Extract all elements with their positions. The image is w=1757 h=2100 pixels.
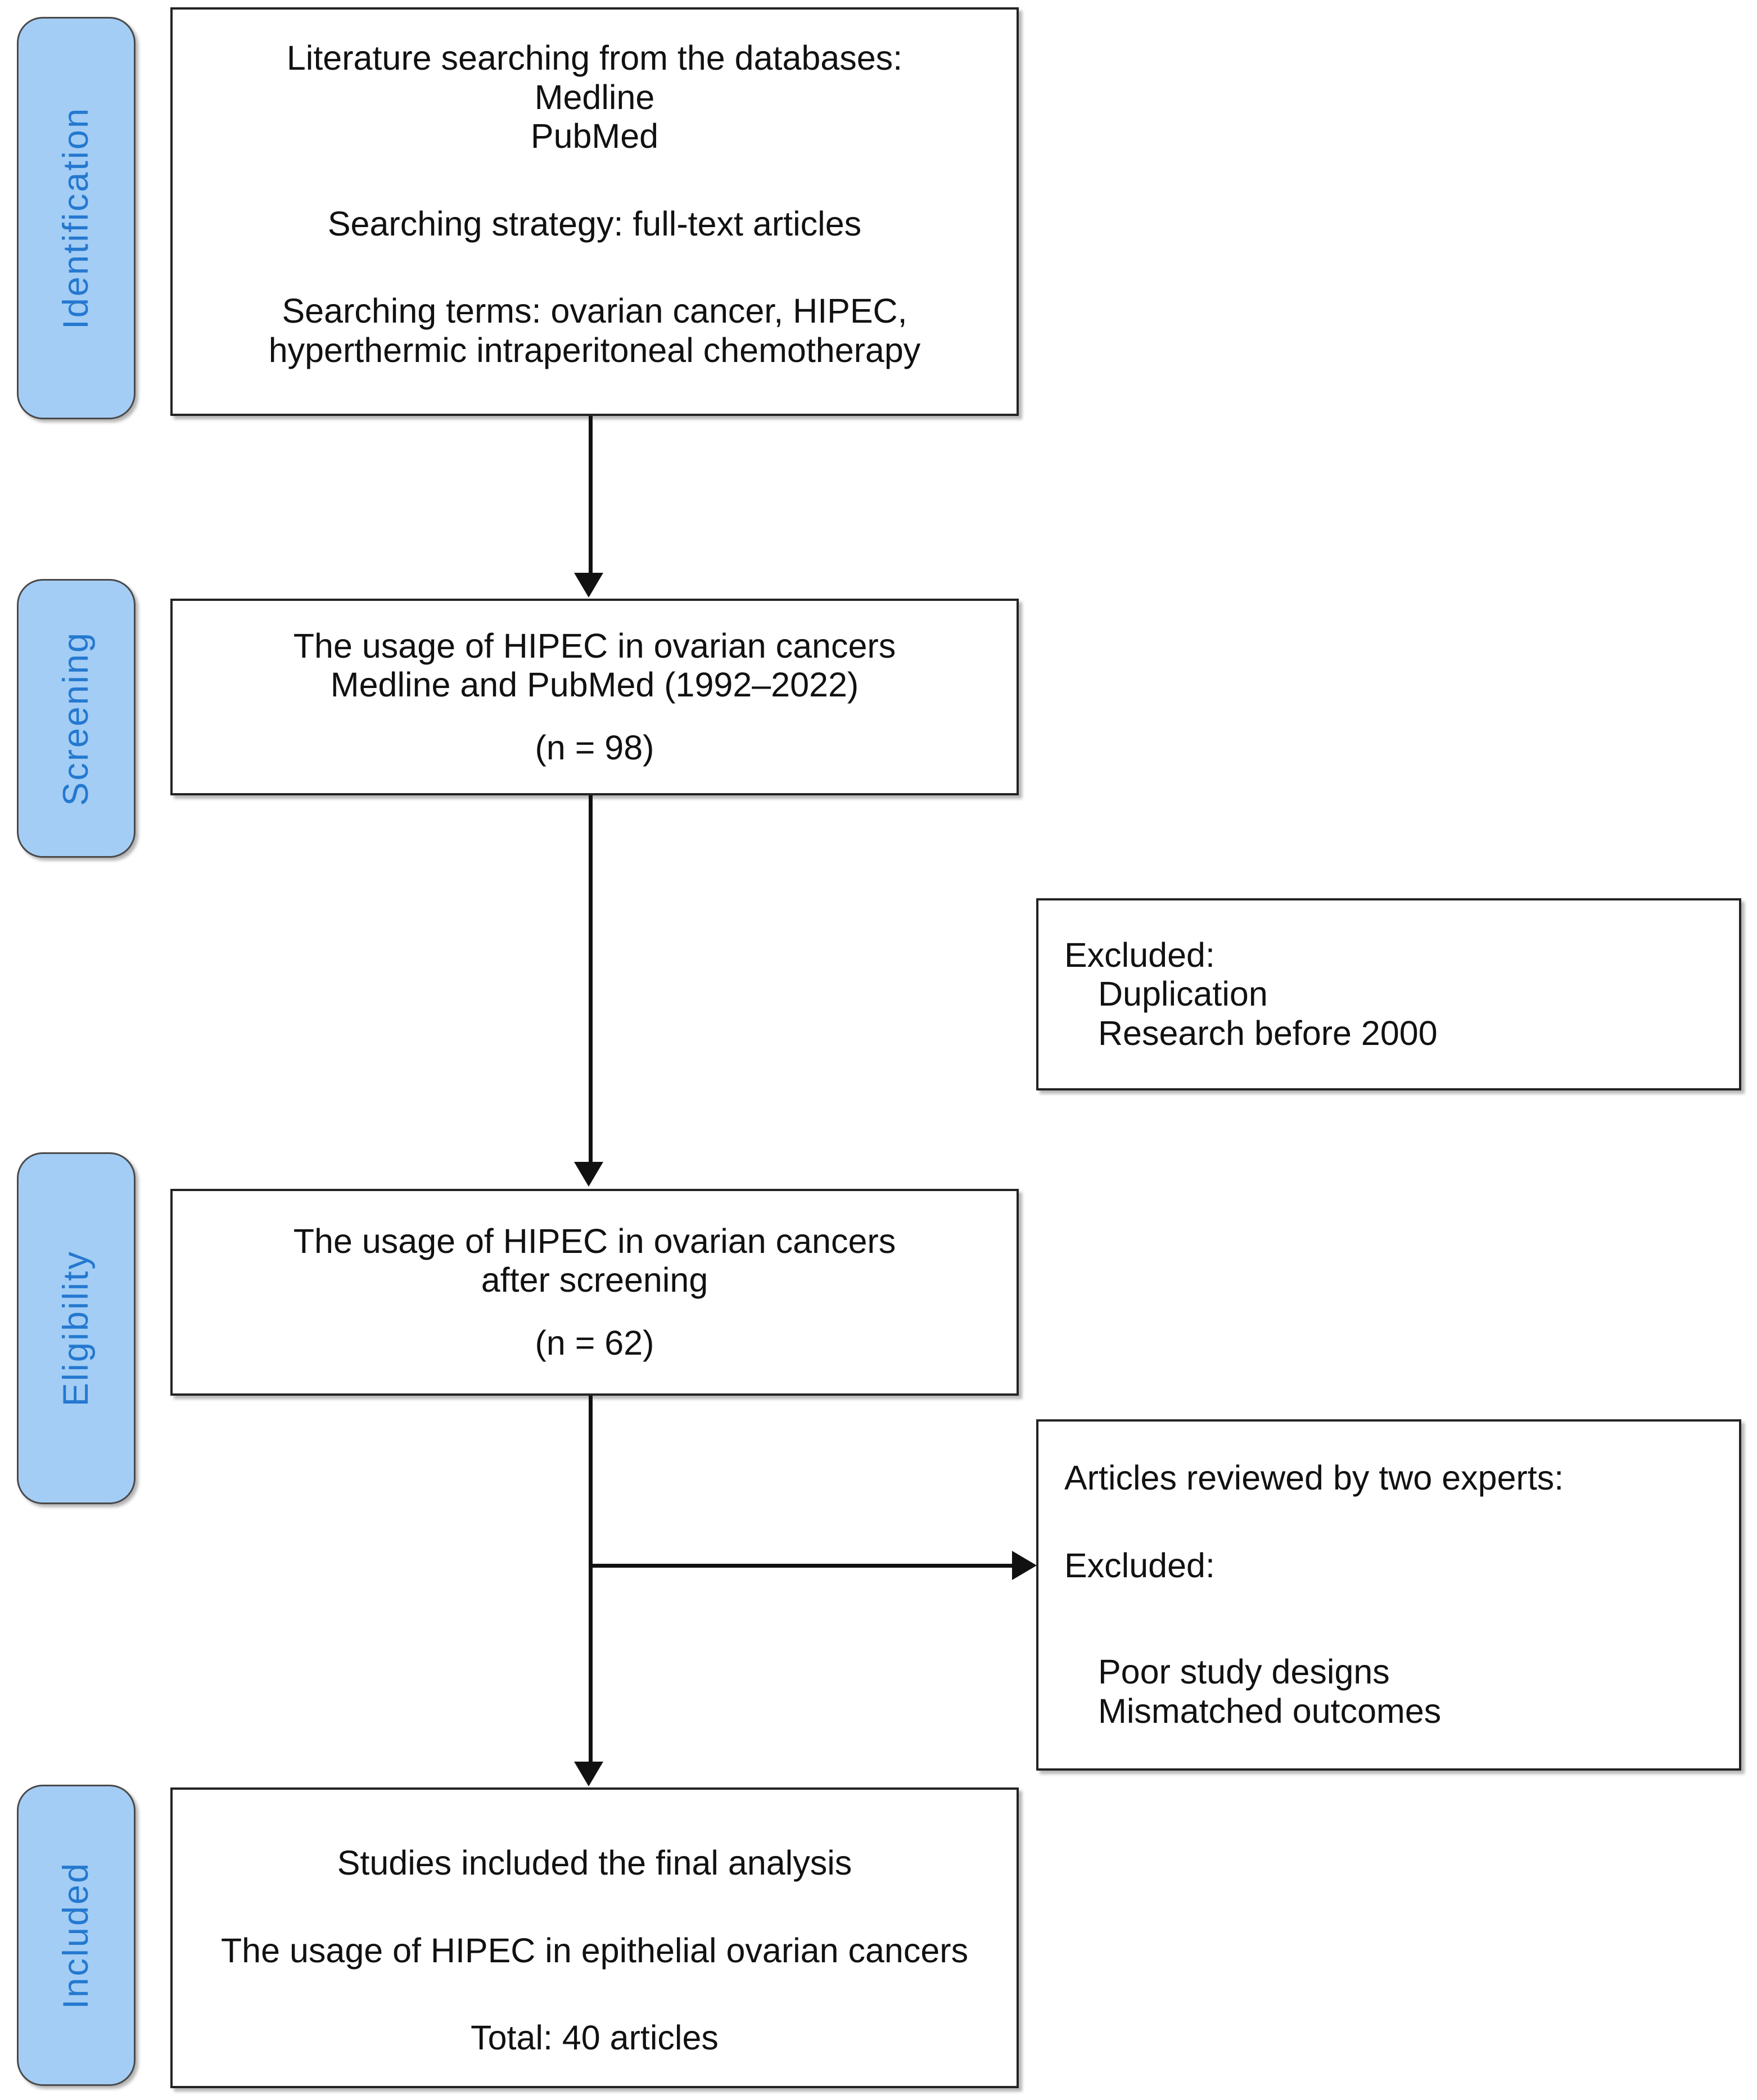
connector-eligibility-to-excluded — [589, 1564, 1016, 1568]
included-line-3: Total: 40 articles — [471, 2018, 719, 2057]
eligibility-line-3: (n = 62) — [535, 1323, 654, 1362]
included-line-1: Studies included the final analysis — [337, 1844, 852, 1882]
excluded-eligibility-item-1: Poor study designs — [1098, 1653, 1390, 1691]
excluded-screening-heading: Excluded: — [1064, 935, 1215, 974]
eligibility-line-2: after screening — [481, 1261, 708, 1300]
identification-line-6: hyperthermic intraperitoneal chemotherap… — [268, 331, 921, 369]
stage-tab-identification[interactable]: Identification — [17, 17, 135, 419]
screening-line-3: (n = 98) — [535, 728, 654, 767]
identification-line-5: Searching terms: ovarian cancer, HIPEC, — [282, 292, 907, 331]
identification-line-1: Literature searching from the databases: — [286, 39, 903, 77]
connector-screening-to-eligibility — [589, 795, 593, 1164]
box-identification[interactable]: Literature searching from the databases:… — [170, 7, 1019, 416]
stage-tab-included[interactable]: Included — [17, 1785, 135, 2086]
identification-line-3: PubMed — [530, 117, 659, 156]
identification-line-2: Medline — [534, 78, 655, 116]
stage-tab-eligibility[interactable]: Eligibility — [17, 1152, 135, 1504]
screening-line-1: The usage of HIPEC in ovarian cancers — [293, 626, 896, 665]
arrow-identification-to-screening — [574, 573, 603, 598]
identification-line-4: Searching strategy: full-text articles — [327, 204, 862, 243]
box-eligibility[interactable]: The usage of HIPEC in ovarian cancers af… — [170, 1189, 1019, 1396]
screening-line-2: Medline and PubMed (1992–2022) — [330, 666, 859, 704]
arrow-eligibility-to-included — [574, 1762, 603, 1786]
box-excluded-eligibility[interactable]: Articles reviewed by two experts: Exclud… — [1036, 1419, 1741, 1771]
box-screening[interactable]: The usage of HIPEC in ovarian cancers Me… — [170, 599, 1019, 795]
stage-tab-included-label: Included — [56, 1861, 96, 2010]
connector-identification-to-screening — [589, 416, 593, 575]
eligibility-line-1: The usage of HIPEC in ovarian cancers — [293, 1221, 896, 1260]
stage-tab-screening-label: Screening — [56, 631, 96, 806]
excluded-eligibility-item-2: Mismatched outcomes — [1098, 1691, 1442, 1730]
connector-eligibility-to-included — [589, 1396, 593, 1764]
arrow-eligibility-to-excluded — [1012, 1551, 1037, 1580]
box-included[interactable]: Studies included the final analysis The … — [170, 1787, 1019, 2088]
excluded-screening-item-1: Duplication — [1098, 975, 1268, 1013]
stage-tab-eligibility-label: Eligibility — [56, 1250, 96, 1407]
excluded-eligibility-subheading: Excluded: — [1064, 1546, 1215, 1585]
arrow-screening-to-eligibility — [574, 1162, 603, 1187]
excluded-screening-item-2: Research before 2000 — [1098, 1013, 1438, 1052]
stage-tab-screening[interactable]: Screening — [17, 579, 135, 858]
box-excluded-screening[interactable]: Excluded: Duplication Research before 20… — [1036, 898, 1741, 1090]
excluded-eligibility-heading: Articles reviewed by two experts: — [1064, 1459, 1564, 1497]
included-line-2: The usage of HIPEC in epithelial ovarian… — [220, 1931, 969, 1970]
stage-tab-identification-label: Identification — [56, 107, 96, 329]
